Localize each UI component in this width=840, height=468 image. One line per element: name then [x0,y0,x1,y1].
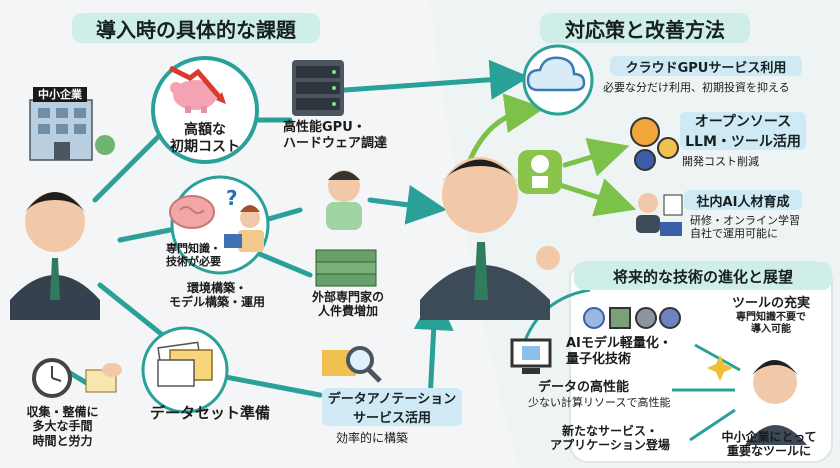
sme-line2: 重要なツールに [726,444,811,459]
high-cost-line1: 高額な [184,122,226,138]
building-icon [29,99,115,161]
company-sign: 中小企業 [33,87,87,103]
expert-line2: 技術が必要 [166,255,221,269]
data-sub: 少ない計算リソースで高性能 [528,395,671,409]
collect-line1: 収集・整備に [26,405,99,419]
lightweight-line2: 量子化技術 [566,351,632,367]
collect-line2: 多大な手間 [32,419,93,434]
oss-title: オープンソース LLM・ツール活用 [680,112,806,150]
writing-hand-icon [85,363,122,393]
worried-businessman-icon [10,192,100,320]
annotation-sub: 効率的に構築 [336,431,409,445]
oss-line1: オープンソース [694,114,792,130]
service-label: 新たなサービス・ アプリケーション登場 [530,424,690,453]
lightweight-label: AIモデル軽量化・ 量子化技術 [566,336,672,367]
expert-line1: 専門知識・ [166,242,221,255]
piggy-bank-icon [170,80,217,113]
ai-chip-icons [583,307,681,329]
env-label: 環境構築・ モデル構築・運用 [152,281,282,310]
oss-line2: LLM・ツール活用 [685,134,801,150]
service-line1: 新たなサービス・ [561,424,658,438]
reading-woman-icon [224,205,264,252]
lightweight-line1: AIモデル軽量化・ [566,336,672,351]
future-businessman-icon [745,360,807,445]
magnifier-icon [322,346,382,383]
computer-icon [510,338,552,374]
training-line2: 自社で運用可能に [690,227,778,241]
tools-label: ツールの充実 専門知識不要で 導入可能 [712,296,830,336]
down-arrow-icon [168,65,224,102]
outsource-line2: 人件費増加 [317,304,378,319]
money-stack-icon [315,249,377,287]
cloud-icon [522,44,594,116]
brain-icon [169,195,215,229]
future-section-title: 将来的な技術の進化と展望 [574,262,832,290]
gpu-label: 高性能GPU・ ハードウェア調達 [283,120,387,151]
sparkle-icon [707,355,733,381]
tools-line1: 専門知識不要で [736,311,806,323]
outsource-label: 外部専門家の 人件費増加 [303,290,393,319]
ai-head-icon [518,150,562,194]
cloud-title: クラウドGPUサービス利用 [610,56,802,76]
env-line1: 環境構築・ [186,281,247,295]
training-line1: 研修・オンライン学習 [690,214,800,227]
gears-icon [630,117,679,171]
green-arrows [467,93,637,217]
gpu-line1: 高性能GPU・ [283,120,366,135]
gpu-line2: ハードウェア調達 [283,135,388,151]
left-section-title: 導入時の具体的な課題 [72,13,320,43]
server-icon [292,60,344,116]
sme-label: 中小企業にとって 重要なツールに [705,430,833,459]
training-desc: 研修・オンライン学習 自社で運用可能に [690,214,800,240]
sme-line1: 中小企業にとって [721,430,817,444]
data-title: データの高性能 [538,380,630,395]
cloud-desc: 必要な分だけ利用、初期投資を抑える [603,81,790,94]
high-cost-label: 高額な 初期コスト [160,122,250,156]
env-line2: モデル構築・運用 [168,295,265,310]
collect-line3: 時間と労力 [32,433,93,448]
annotation-line1: データアノテーション [327,392,457,407]
question-mark-icon: ? [226,186,238,210]
high-cost-line2: 初期コスト [170,138,240,155]
service-line2: アプリケーション登場 [550,438,670,453]
worried-person-icon [326,170,362,230]
data-label: データの高性能 少ない計算リソースで高性能 [528,380,670,409]
tools-line2: 導入可能 [751,323,791,335]
annotation-line2: サービス活用 [352,411,431,426]
outsource-line1: 外部専門家の [311,290,384,304]
connector-lines [62,59,530,403]
collect-label: 収集・整備に 多大な手間 時間と労力 [10,405,115,448]
annotation-tag: データアノテーション サービス活用 [322,388,462,426]
tools-title: ツールの充実 [731,296,810,311]
right-section-title: 対応策と改善方法 [540,13,750,43]
oss-desc: 開発コスト削減 [682,155,759,168]
documents-icon [157,341,213,387]
clock-icon [32,358,72,398]
confident-businessman-icon [420,157,560,320]
expert-label: 専門知識・ 技術が必要 [166,242,221,268]
teacher-icon [636,193,683,236]
training-title: 社内AI人材育成 [684,190,802,210]
dataset-label: データセット準備 [150,404,271,422]
